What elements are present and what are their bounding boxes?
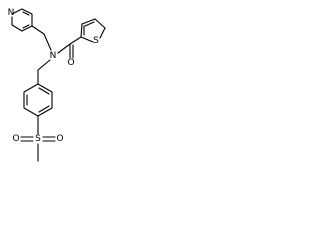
benzyl-methylene (37, 59, 51, 85)
structure-canvas: N N O S (0, 0, 122, 169)
pyridine-methylene (31, 25, 52, 51)
sulfonyl-bonds (20, 136, 56, 162)
atom-pyridine-n: N (8, 8, 15, 18)
atom-sulfonyl-o-left: O (12, 134, 19, 144)
atom-sulfonyl-o-right: O (56, 134, 63, 144)
chemical-structure: N N O S (8, 8, 106, 162)
atom-thiophene-s: S (93, 36, 99, 46)
benzene-ring (23, 83, 53, 117)
atom-amide-n: N (50, 51, 57, 61)
atom-carbonyl-o: O (67, 58, 74, 68)
atom-sulfonyl-s: S (35, 134, 41, 144)
pyridine-ring (11, 8, 33, 32)
amide-linkage (57, 36, 82, 59)
thiophene-ring (80, 18, 106, 43)
